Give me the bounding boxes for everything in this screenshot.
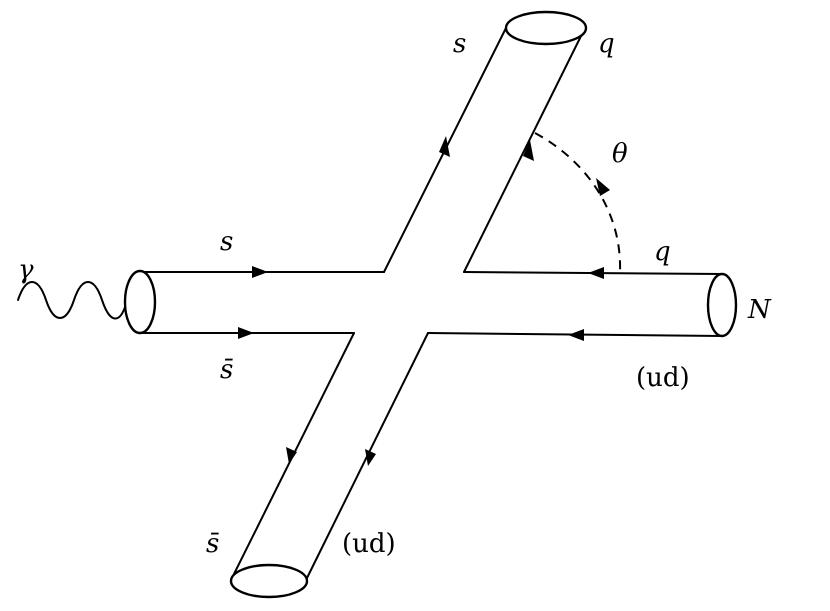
top-tube-cap [504, 10, 588, 46]
arrow-upper-right [523, 140, 534, 161]
label-angle: θ [612, 139, 628, 169]
label-right-upper-quark: q [654, 237, 671, 267]
arrow-left-upper [252, 266, 268, 278]
label-bottom-right-diquark: (ud) [342, 529, 396, 559]
label-left-upper-quark: s [220, 227, 233, 257]
arrow-right-upper [588, 267, 604, 279]
label-photon: γ [18, 255, 34, 285]
label-right-lower-diquark: (ud) [636, 363, 690, 393]
arrow-upper-left [439, 136, 450, 157]
label-bottom-left-antiquark: s̄ [206, 529, 220, 559]
label-top-right-quark: q [598, 29, 615, 59]
arrow-lower-left [286, 447, 297, 464]
arrow-lower-right [365, 449, 376, 466]
arrow-angle-arc [596, 178, 610, 196]
label-nucleon: N [747, 295, 772, 325]
angle-arc-dashed [534, 132, 622, 273]
left-tube-cap [123, 269, 157, 335]
upper-right-line [463, 29, 585, 273]
label-top-left-quark: s [453, 29, 466, 59]
arrow-left-lower [238, 327, 254, 339]
bottom-tube-cap [229, 563, 309, 599]
photon-wavy-line [17, 281, 127, 320]
label-left-lower-antiquark: s̄ [220, 355, 234, 385]
right-tube-cap [706, 272, 738, 338]
arrow-right-lower [568, 329, 584, 341]
